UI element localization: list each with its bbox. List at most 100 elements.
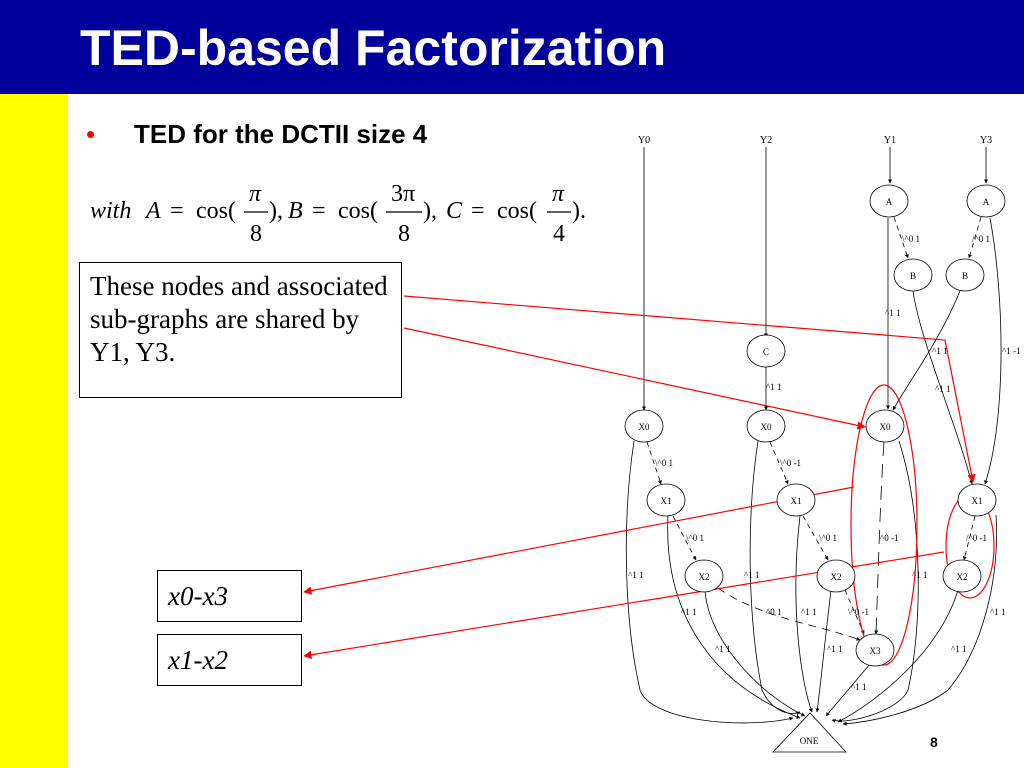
edge-x1-one-col1 xyxy=(667,515,801,719)
edge-x0-x1-col2 xyxy=(769,441,789,485)
shared-nodes-note: These nodes and associated sub-graphs ar… xyxy=(79,262,402,398)
formula-b: B xyxy=(288,198,303,224)
edge-label-b1-x1: ^1 1 xyxy=(932,346,947,356)
node-label-c: C xyxy=(763,347,769,357)
node-x0-col3 xyxy=(865,409,905,443)
formula-num-a: π xyxy=(249,181,262,207)
formula-close-c: ). xyxy=(572,198,586,224)
node-x3 xyxy=(855,633,895,667)
arrow-ellipse-to-label-x0-x3 xyxy=(303,486,855,595)
node-label-x1-col1: X1 xyxy=(661,496,672,506)
node-a-y3 xyxy=(966,184,1006,218)
edge-x0-one-col3 xyxy=(831,440,919,723)
label-x1-x2: x1-x2 xyxy=(157,634,302,686)
node-x1-col2 xyxy=(776,483,816,517)
node-x1-col4 xyxy=(957,483,997,517)
edge-x2-one-col1 xyxy=(704,589,806,717)
edge-x1-x2-col4 xyxy=(962,515,976,561)
formula-eq-a: = xyxy=(170,198,184,224)
edge-x2-one-col4 xyxy=(837,589,959,723)
edge-label-x1-one-col4: ^1 1 xyxy=(990,607,1005,617)
node-x0-col1 xyxy=(624,409,664,443)
edge-x0-one-col2 xyxy=(749,440,801,716)
formula-close-a: ), xyxy=(269,198,283,224)
page-number: 8 xyxy=(930,734,938,750)
edge-label-x1-one-col1: ^1 1 xyxy=(681,607,696,617)
node-b-y1 xyxy=(893,258,933,292)
node-label-a-y1: A xyxy=(886,197,893,207)
formula-close-b: ), xyxy=(423,198,437,224)
edge-x3-one xyxy=(825,663,871,717)
edge-x2-one-col2 xyxy=(815,589,832,713)
edge-label-x2-one-col2: ^1 1 xyxy=(827,644,842,654)
edge-label-c-x0: ^1 1 xyxy=(766,382,781,392)
arrow-note-to-x0 xyxy=(403,327,866,430)
node-a-y1 xyxy=(869,184,909,218)
node-x2-col1 xyxy=(684,559,724,593)
edge-x1-one-col4 xyxy=(842,514,997,726)
root-y1: Y1 xyxy=(884,135,896,146)
edge-label-x3-one: ^1 1 xyxy=(851,682,866,692)
formula-den-b: 8 xyxy=(398,221,410,247)
edge-label-x1-x2-col1: \^0 1 xyxy=(686,533,704,543)
edge-a1-b1 xyxy=(893,216,909,259)
edge-label-a1-b1: \^0 1 xyxy=(902,234,920,244)
formula-num-c: π xyxy=(552,181,565,207)
formula-den-c: 4 xyxy=(553,221,565,247)
root-y3: Y3 xyxy=(980,135,992,146)
edge-label-x0-x1-col1: \^0 1 xyxy=(655,458,673,468)
node-label-x1-col4: X1 xyxy=(972,496,983,506)
node-label-x0-col3: X0 xyxy=(880,422,891,432)
edge-label-a1-x0: ^1 1 xyxy=(885,308,900,318)
node-b-y3 xyxy=(945,258,985,292)
formula-num-b: 3π xyxy=(391,181,415,207)
formula-eq-b: = xyxy=(312,198,326,224)
root-y2: Y2 xyxy=(760,135,772,146)
node-label-x3: X3 xyxy=(870,646,881,656)
formula-eq-c: = xyxy=(471,198,485,224)
root-y0: Y0 xyxy=(638,135,650,146)
edge-b1-x1 xyxy=(912,290,974,485)
edge-label-b3-x0: ^1 1 xyxy=(935,384,950,394)
arrow-note-to-x1 xyxy=(403,295,976,483)
node-label-x1-col2: X1 xyxy=(791,496,802,506)
edge-label-x1-one-col2: ^1 1 xyxy=(801,607,816,617)
edge-label-x0-one-col3: ^1 1 xyxy=(912,570,927,580)
edge-a3-x1 xyxy=(984,217,1002,485)
formula-a: A xyxy=(144,198,161,224)
formula-c: C xyxy=(446,198,463,224)
edge-x1-one-col2 xyxy=(795,515,813,713)
node-x0-col2 xyxy=(746,409,786,443)
edge-a3-b3 xyxy=(968,216,982,259)
edge-x0-one-col1 xyxy=(625,440,794,724)
label-x0-x3: x0-x3 xyxy=(157,570,302,622)
node-label-x0-col1: X0 xyxy=(639,422,650,432)
edge-label-x1-x2-col2: \^0 1 xyxy=(819,533,837,543)
node-label-x2-col1: X2 xyxy=(699,572,710,582)
node-x1-col1 xyxy=(646,483,686,517)
formula-cos-b: cos( xyxy=(338,198,378,224)
node-label-x2-col4: X2 xyxy=(957,572,968,582)
left-accent-band xyxy=(0,94,68,768)
node-x2-col2 xyxy=(816,559,856,593)
formula-with: with xyxy=(90,198,131,224)
formula-cos-c: cos( xyxy=(497,198,537,224)
edge-label-x1-x2-col4: /^0 -1 xyxy=(966,533,987,543)
node-label-a-y3: A xyxy=(983,197,990,207)
node-c xyxy=(746,334,786,368)
edge-x0-x3 xyxy=(874,441,885,635)
edge-x2-x3-col1 xyxy=(717,587,861,641)
edge-label-x0-one-col2: ^1 1 xyxy=(744,570,759,580)
node-one xyxy=(772,712,847,753)
node-label-x0-col2: X0 xyxy=(761,422,772,432)
title-bar xyxy=(0,0,1024,94)
edge-label-a3-b3: /^0 1 xyxy=(972,234,990,244)
edge-label-x2-one-col1: ^1 1 xyxy=(715,644,730,654)
edge-label-x2-x3-col1: ^0 1 xyxy=(766,607,781,617)
node-label-one: ONE xyxy=(800,736,819,746)
edge-label-x2-one-col4: ^1 1 xyxy=(951,644,966,654)
node-x2-col4 xyxy=(942,559,982,593)
node-label-b-y3: B xyxy=(962,271,968,281)
cosine-formula: with A = cos( π 8 ), B = cos( 3π 8 ), C … xyxy=(90,181,586,247)
